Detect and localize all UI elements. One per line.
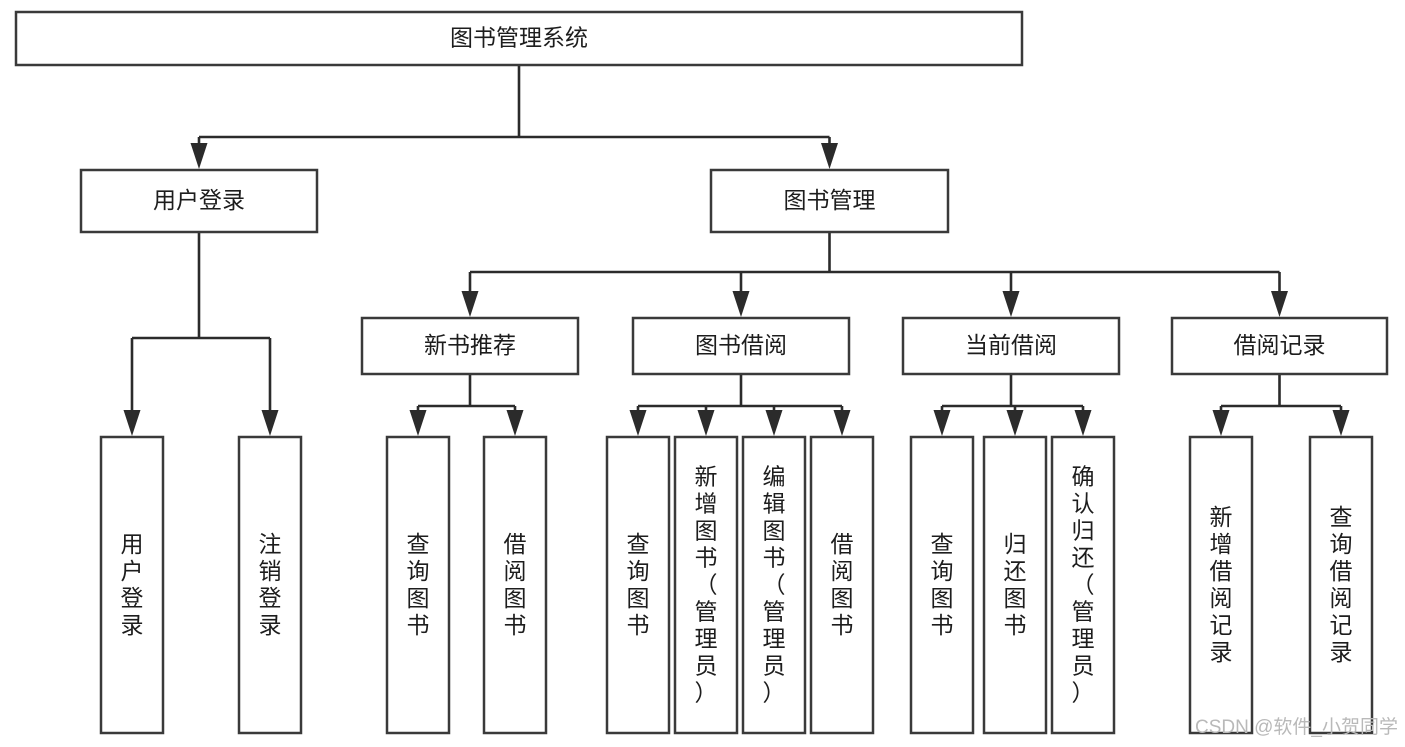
node-leaf-query-book-3[interactable]: 查询图书 (909, 435, 975, 735)
node-leaf-return-book[interactable]: 归还图书 (982, 435, 1048, 735)
connector-group-new-book-rec (409, 374, 524, 436)
node-label-current-borrow: 当前借阅 (965, 332, 1057, 358)
node-label-leaf-borrow-book-2: 借阅图书 (831, 531, 854, 638)
node-box-book-manage (709, 168, 950, 234)
node-box-leaf-edit-book (741, 435, 807, 735)
csdn-watermark: CSDN @软件_小贺同学 (1195, 716, 1398, 738)
node-leaf-edit-book[interactable]: 编辑图书（管理员） (741, 435, 807, 735)
node-label-leaf-return-book: 归还图书 (1004, 531, 1027, 638)
connector-group-root (190, 65, 838, 169)
node-leaf-query-record[interactable]: 查询借阅记录 (1308, 435, 1374, 735)
node-box-book-borrow (631, 316, 851, 376)
connector-layer (123, 65, 1350, 436)
node-label-leaf-add-book: 新增图书（管理员） (695, 464, 718, 706)
node-box-leaf-add-book (673, 435, 739, 735)
node-box-leaf-borrow-book-1 (482, 435, 548, 735)
node-box-leaf-add-record (1188, 435, 1254, 735)
node-leaf-query-book-1[interactable]: 查询图书 (385, 435, 451, 735)
node-label-user-login: 用户登录 (153, 187, 245, 213)
node-box-leaf-borrow-book-2 (809, 435, 875, 735)
node-root[interactable]: 图书管理系统 (14, 10, 1024, 67)
node-label-leaf-query-book-2: 查询图书 (627, 531, 650, 638)
node-label-leaf-query-book-3: 查询图书 (931, 531, 954, 638)
node-borrow-record[interactable]: 借阅记录 (1170, 316, 1389, 376)
node-box-leaf-query-record (1308, 435, 1374, 735)
node-current-borrow[interactable]: 当前借阅 (901, 316, 1121, 376)
connector-group-user-login (123, 232, 279, 436)
node-label-root: 图书管理系统 (450, 25, 588, 51)
node-book-borrow[interactable]: 图书借阅 (631, 316, 851, 376)
connector-group-current-borrow (933, 374, 1092, 436)
node-box-borrow-record (1170, 316, 1389, 376)
node-box-root (14, 10, 1024, 67)
node-label-leaf-edit-book: 编辑图书（管理员） (763, 464, 786, 706)
node-box-current-borrow (901, 316, 1121, 376)
connector-group-book-borrow (629, 374, 851, 436)
node-box-leaf-confirm-return (1050, 435, 1116, 735)
node-leaf-user-login[interactable]: 用户登录 (99, 435, 165, 735)
node-box-leaf-query-book-2 (605, 435, 671, 735)
connector-group-borrow-record (1212, 374, 1350, 436)
node-label-leaf-user-logout: 注销登录 (259, 531, 282, 638)
node-leaf-query-book-2[interactable]: 查询图书 (605, 435, 671, 735)
node-label-leaf-query-book-1: 查询图书 (407, 531, 430, 638)
connector-group-book-manage (461, 232, 1288, 317)
node-box-leaf-user-login (99, 435, 165, 735)
node-leaf-borrow-book-1[interactable]: 借阅图书 (482, 435, 548, 735)
node-box-leaf-return-book (982, 435, 1048, 735)
node-box-leaf-query-book-3 (909, 435, 975, 735)
node-user-login[interactable]: 用户登录 (79, 168, 319, 234)
node-new-book-rec[interactable]: 新书推荐 (360, 316, 580, 376)
node-label-book-borrow: 图书借阅 (695, 332, 787, 358)
node-box-user-login (79, 168, 319, 234)
node-leaf-add-record[interactable]: 新增借阅记录 (1188, 435, 1254, 735)
node-label-book-manage: 图书管理 (784, 187, 876, 213)
node-label-leaf-query-record: 查询借阅记录 (1330, 504, 1353, 665)
node-label-leaf-confirm-return: 确认归还（管理员） (1072, 464, 1095, 706)
node-label-new-book-rec: 新书推荐 (424, 332, 516, 358)
node-layer: 图书管理系统用户登录图书管理新书推荐图书借阅当前借阅借阅记录用户登录注销登录查询… (14, 10, 1389, 735)
node-book-manage[interactable]: 图书管理 (709, 168, 950, 234)
node-label-leaf-add-record: 新增借阅记录 (1210, 504, 1233, 665)
node-box-leaf-user-logout (237, 435, 303, 735)
node-label-leaf-user-login: 用户登录 (121, 531, 144, 638)
node-leaf-confirm-return[interactable]: 确认归还（管理员） (1050, 435, 1116, 735)
node-box-new-book-rec (360, 316, 580, 376)
node-leaf-borrow-book-2[interactable]: 借阅图书 (809, 435, 875, 735)
node-box-leaf-query-book-1 (385, 435, 451, 735)
node-label-borrow-record: 借阅记录 (1234, 332, 1326, 358)
node-leaf-add-book[interactable]: 新增图书（管理员） (673, 435, 739, 735)
node-leaf-user-logout[interactable]: 注销登录 (237, 435, 303, 735)
node-label-leaf-borrow-book-1: 借阅图书 (504, 531, 527, 638)
